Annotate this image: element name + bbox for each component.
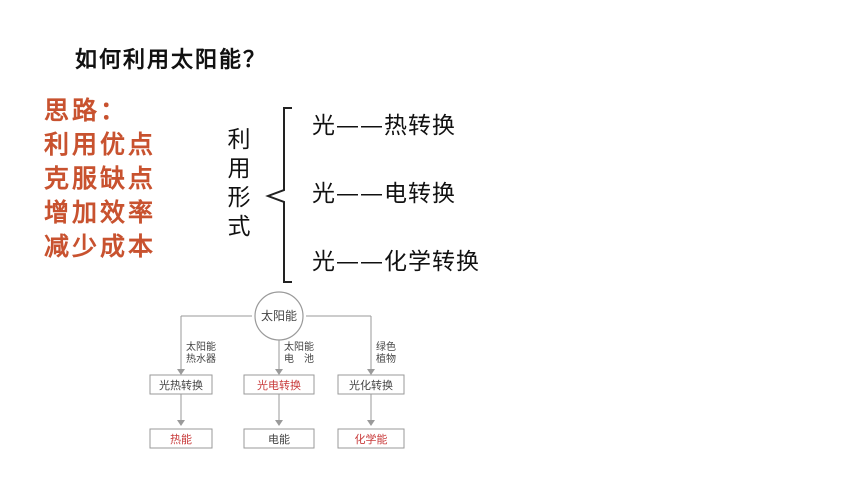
right-device-line-1: 绿色 (376, 340, 396, 353)
middle-result-box (243, 428, 315, 449)
branch-electric: 光——电转换 (312, 181, 456, 207)
right-device-line-2: 植物 (376, 352, 396, 365)
usage-char-4: 式 (227, 214, 251, 240)
diagram-arrowheads (177, 369, 375, 426)
right-result-box (337, 428, 405, 449)
left-device-line-1: 太阳能 (186, 340, 216, 353)
right-result-label: 化学能 (355, 432, 388, 446)
branch-chemical: 光——化学转换 (312, 249, 480, 275)
usage-char-3: 形 (227, 185, 251, 211)
usage-char-1: 利 (227, 127, 251, 153)
thought-title: 思路： (44, 96, 129, 125)
middle-device-line-2: 电 池 (284, 352, 314, 365)
brace-bracket (265, 107, 292, 283)
middle-device-line-1: 太阳能 (284, 340, 314, 353)
thought-item-3: 增加效率 (44, 198, 157, 227)
thought-list: 思路： 利用优点 克服缺点 增加效率 减少成本 (44, 94, 156, 264)
right-conversion-label: 光化转换 (349, 378, 393, 392)
thought-item-2: 克服缺点 (44, 164, 157, 193)
branch-heat: 光——热转换 (312, 113, 456, 139)
left-conversion-label: 光热转换 (159, 378, 203, 392)
left-device-line-2: 热水器 (186, 352, 216, 365)
right-conversion-box (337, 374, 405, 395)
middle-result-label: 电能 (268, 432, 290, 446)
usage-char-2: 用 (227, 156, 251, 182)
thought-item-1: 利用优点 (44, 130, 157, 159)
page-title: 如何利用太阳能？ (75, 48, 268, 73)
root-node (254, 291, 304, 341)
thought-item-4: 减少成本 (44, 232, 157, 261)
usage-label: 利 用 形 式 (224, 126, 254, 242)
left-result-box (149, 428, 213, 449)
root-label: 太阳能 (261, 308, 297, 323)
solar-energy-diagram: 太阳能 太阳能 热水器 太阳能 电 池 绿色 植物 光热转换 光电转换 光化转换… (149, 291, 405, 449)
left-result-label: 热能 (170, 432, 192, 446)
middle-conversion-label: 光电转换 (257, 378, 301, 392)
middle-conversion-box (243, 374, 315, 395)
left-conversion-box (149, 374, 213, 395)
